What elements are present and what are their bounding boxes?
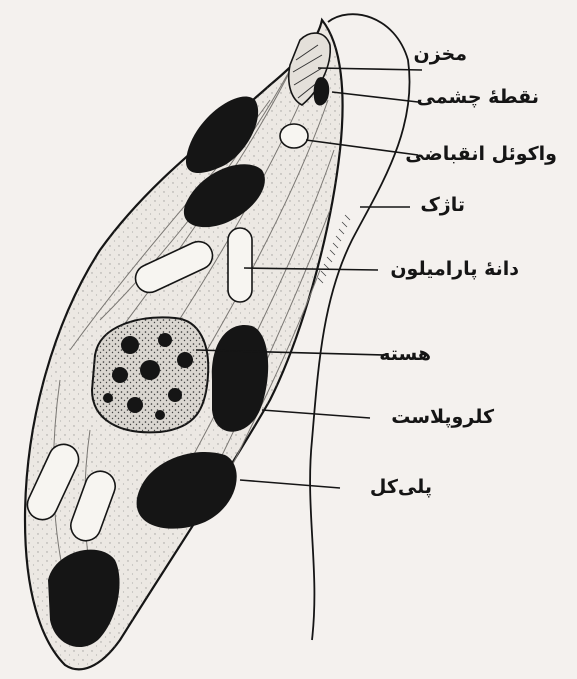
label-reservoir: مخزن <box>414 45 468 64</box>
label-pellicle: پلی‌کل <box>370 478 432 497</box>
label-flagellum: تاژک <box>420 196 465 215</box>
contractile-vacuole <box>280 124 308 148</box>
label-nucleus: هسته <box>379 345 431 364</box>
nucleus <box>92 317 208 432</box>
label-paramylon-granule: دانهٔ پارامیلون <box>390 260 519 279</box>
leader-eyespot <box>332 92 418 102</box>
leader-pellicle <box>240 480 340 488</box>
label-eyespot: نقطهٔ چشمی <box>417 88 539 107</box>
label-chloroplast: کلروپلاست <box>391 408 494 427</box>
label-contractile-vacuole: واکوئل انقباضی <box>405 145 557 164</box>
leader-chloroplast <box>262 410 370 418</box>
